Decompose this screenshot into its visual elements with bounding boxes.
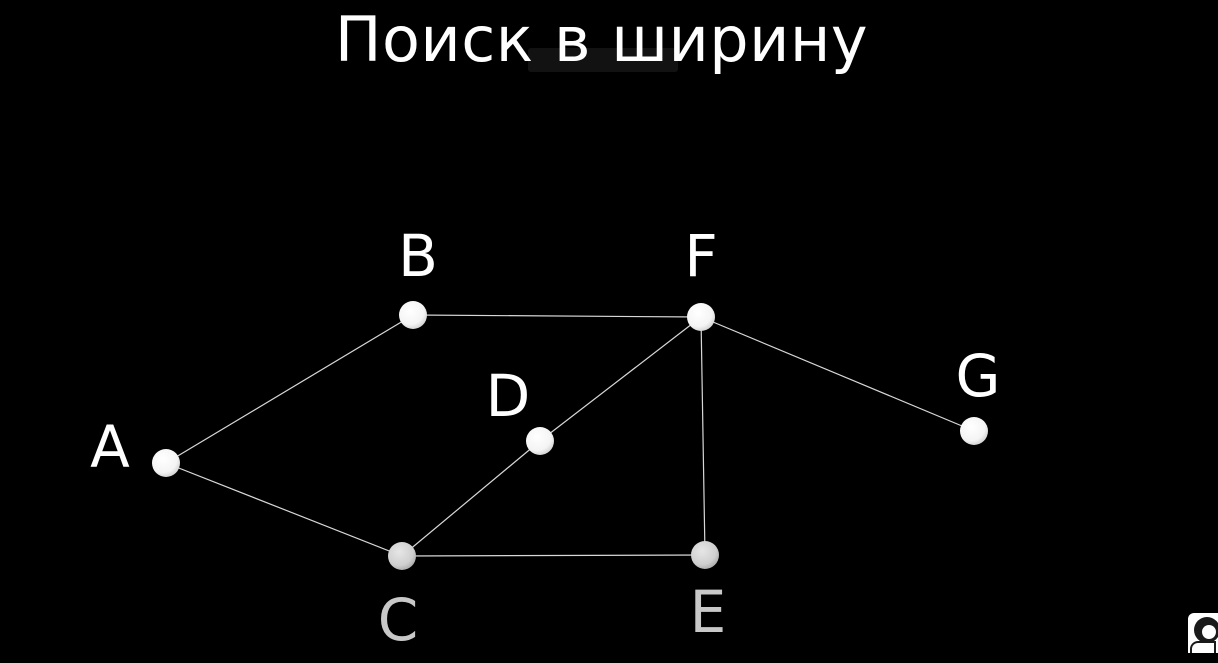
node-e: [691, 541, 719, 569]
edge-b-f: [412, 314, 702, 318]
presenter-avatar-icon: [1188, 613, 1218, 653]
nodes-layer: [152, 301, 988, 570]
edge-d-f: [539, 316, 702, 442]
node-f: [687, 303, 715, 331]
node-g: [960, 417, 988, 445]
node-label-b: B: [398, 222, 438, 290]
node-label-f: F: [684, 222, 717, 290]
node-label-d: D: [486, 362, 531, 430]
node-d: [526, 427, 554, 455]
labels-layer: A B C D E F G: [90, 222, 1000, 654]
edges-layer: [165, 314, 975, 557]
edge-c-e: [401, 554, 706, 557]
node-c: [388, 542, 416, 570]
node-b: [399, 301, 427, 329]
node-label-c: C: [378, 586, 419, 654]
edge-a-c: [165, 462, 403, 557]
watermark: [528, 48, 678, 72]
edge-c-d: [401, 440, 541, 557]
edge-a-b: [165, 314, 414, 464]
node-label-g: G: [956, 342, 1001, 410]
page-title: Поиск в ширину: [334, 3, 869, 76]
node-label-e: E: [690, 578, 727, 646]
edge-f-e: [700, 316, 706, 556]
edge-f-g: [700, 316, 975, 432]
node-label-a: A: [90, 413, 130, 481]
node-a: [152, 449, 180, 477]
